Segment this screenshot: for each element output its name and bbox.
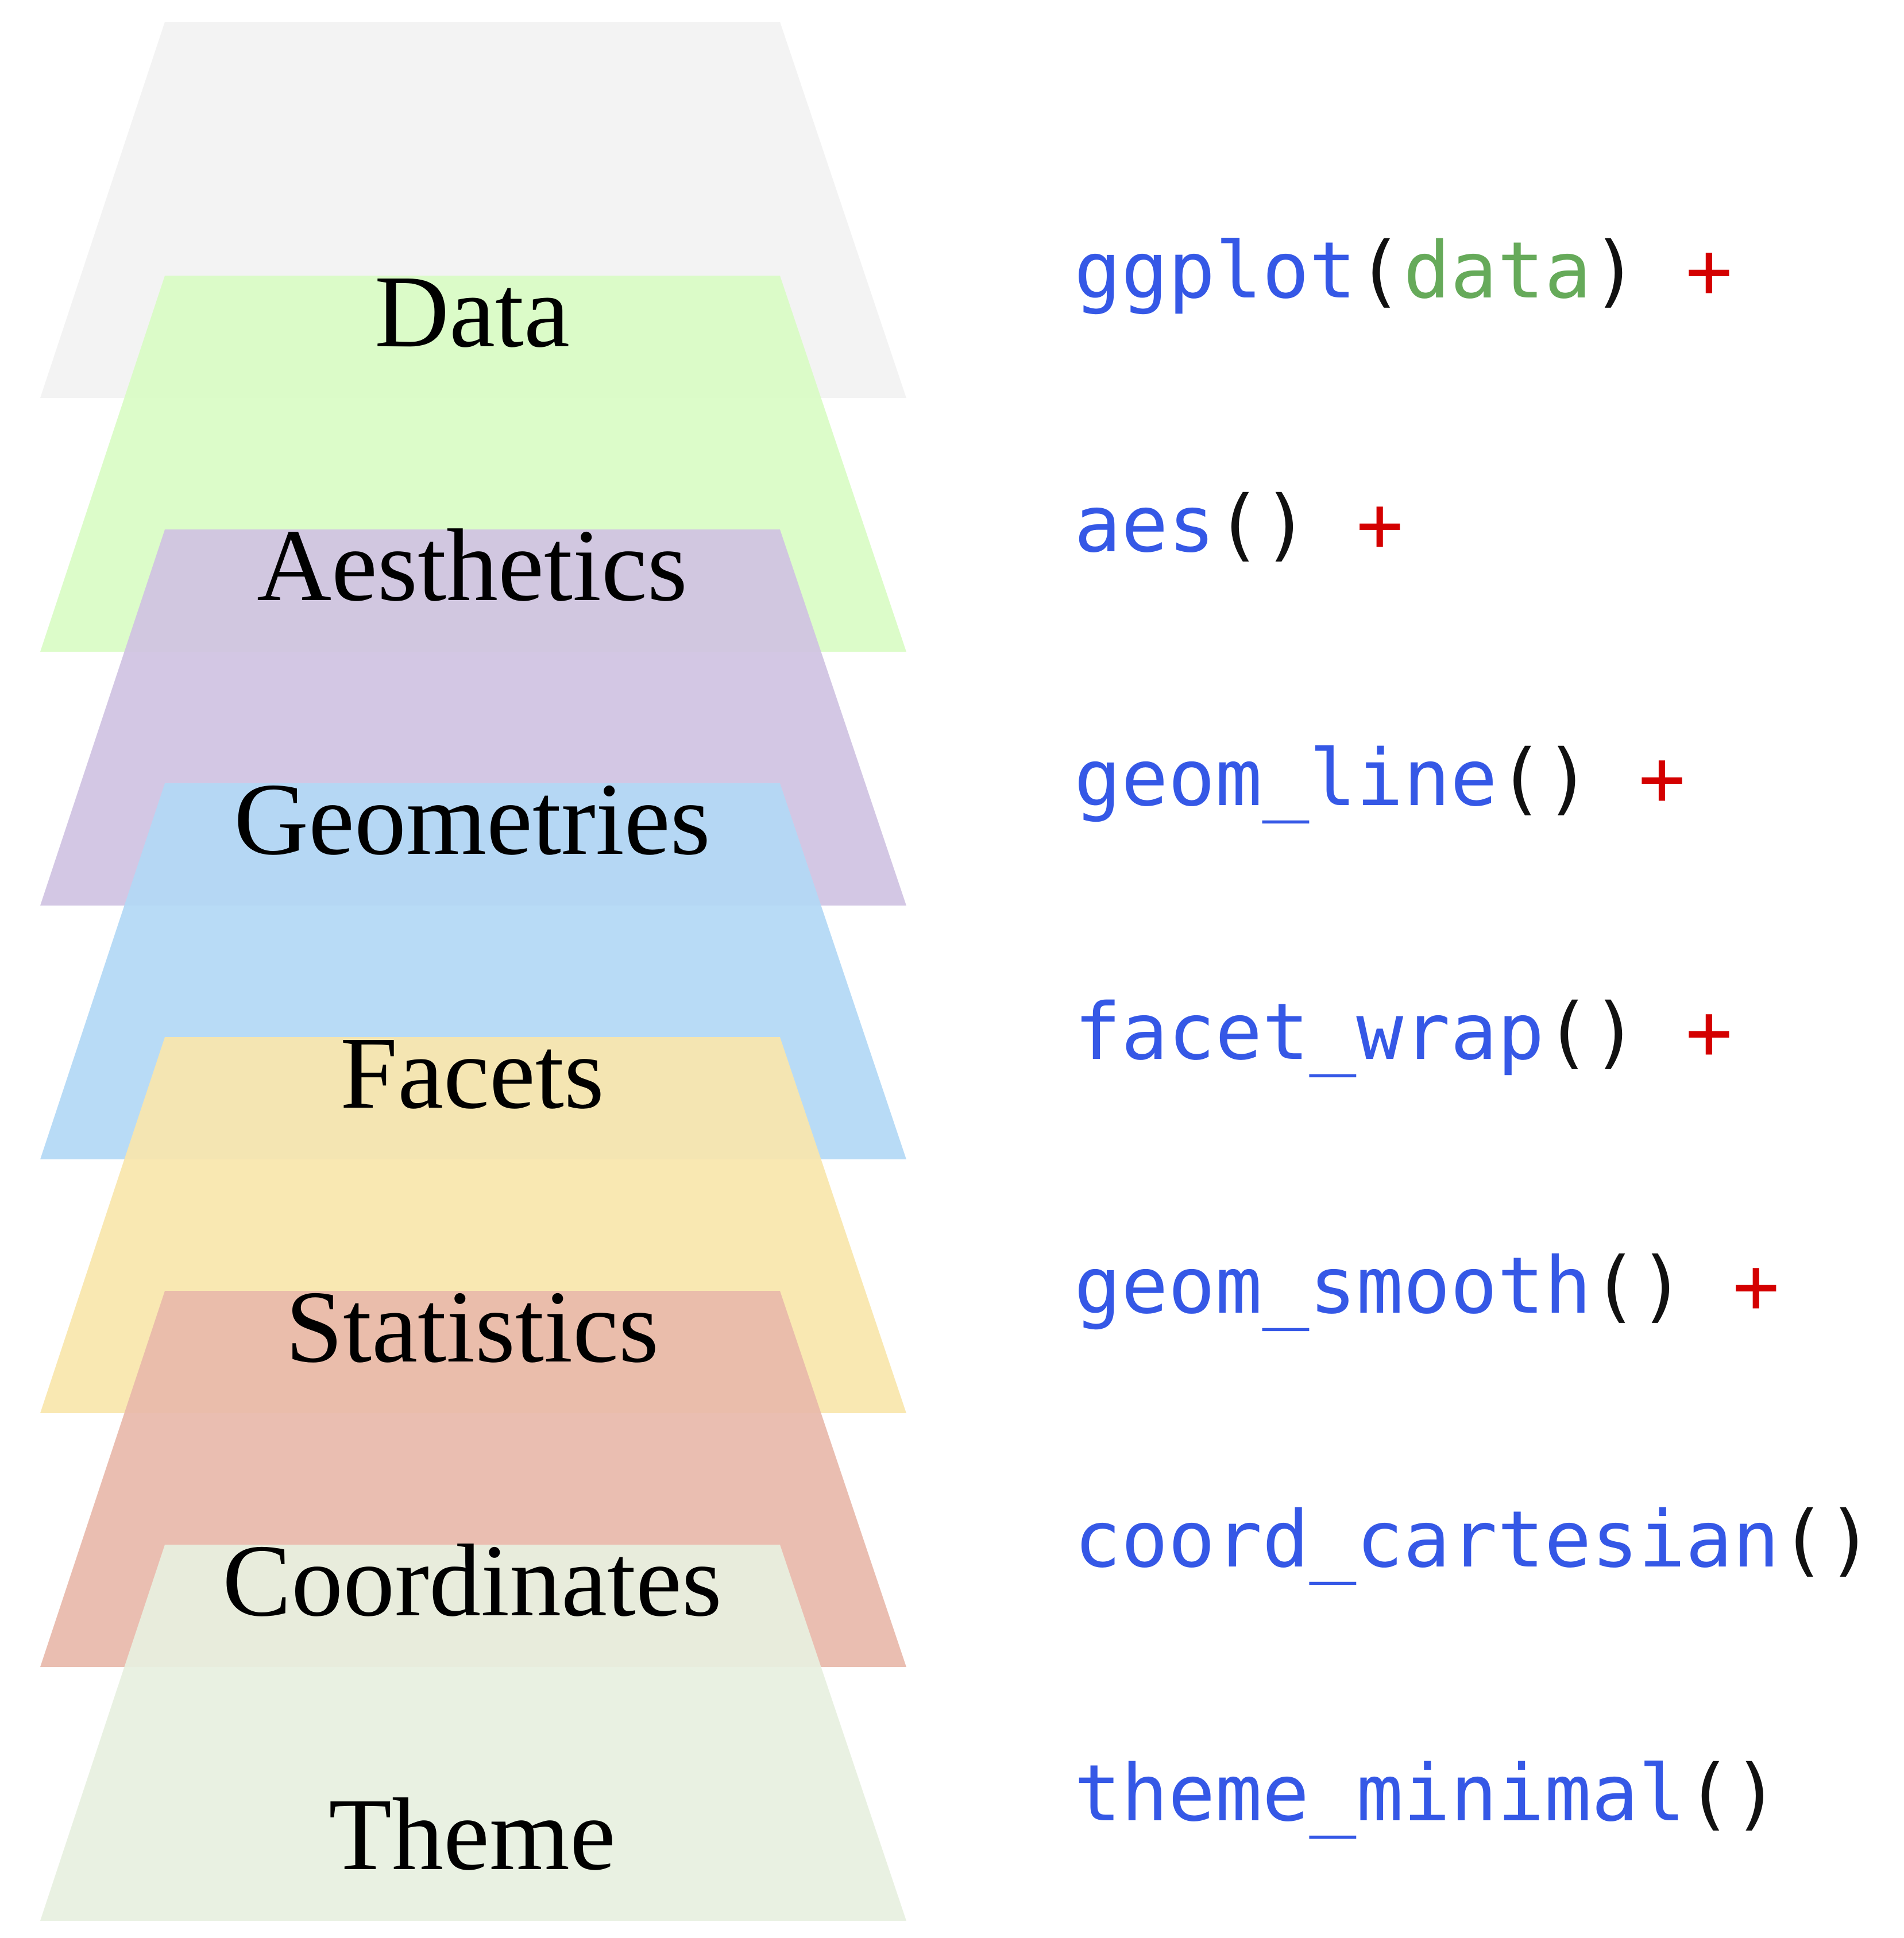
layer-labels: DataAestheticsGeometriesFacetsStatistics… [222, 254, 722, 1891]
code-line-geometries: geom_line() + [1074, 733, 1685, 824]
layer-label-coordinates: Coordinates [222, 1523, 722, 1638]
code-line-statistics: geom_smooth() + [1074, 1241, 1779, 1332]
code-token-paren: () [1215, 479, 1310, 570]
layer-stack [40, 22, 906, 1921]
code-line-theme: theme_minimal() [1074, 1749, 1779, 1839]
code-token-function: theme_minimal [1074, 1749, 1685, 1839]
code-token-operator: + [1309, 479, 1403, 570]
code-line-data: ggplot(data) + [1074, 226, 1732, 316]
code-token-operator: + [1639, 987, 1733, 1078]
layer-label-data: Data [374, 254, 570, 369]
code-line-facets: facet_wrap() + [1074, 987, 1732, 1078]
layer-label-statistics: Statistics [285, 1270, 659, 1384]
code-lines: ggplot(data) +aes() +geom_line() +facet_… [1074, 226, 1904, 1839]
code-token-function: facet_wrap [1074, 987, 1544, 1078]
code-token-paren: () [1685, 1749, 1779, 1839]
code-token-operator: + [1685, 1241, 1779, 1332]
code-token-operator: + [1592, 733, 1686, 824]
layer-shape-theme [40, 1545, 906, 1921]
code-token-function: geom_smooth [1074, 1241, 1592, 1332]
layer-label-facets: Facets [340, 1016, 604, 1130]
code-token-function: geom_line [1074, 733, 1497, 824]
code-token-argument: data [1403, 226, 1592, 316]
code-token-operator: + [1874, 1495, 1904, 1585]
layer-label-geometries: Geometries [234, 762, 710, 876]
code-token-function: ggplot [1074, 226, 1356, 316]
code-token-paren: ( [1356, 226, 1403, 316]
layer-label-aesthetics: Aesthetics [257, 508, 688, 622]
code-token-paren: () [1592, 1241, 1686, 1332]
code-token-paren: () [1544, 987, 1639, 1078]
code-token-paren: () [1497, 733, 1592, 824]
code-line-coordinates: coord_cartesian() + [1074, 1495, 1904, 1585]
code-token-function: aes [1074, 479, 1215, 570]
code-token-function: coord_cartesian [1074, 1495, 1779, 1585]
code-token-paren: () [1779, 1495, 1874, 1585]
code-line-aesthetics: aes() + [1074, 479, 1403, 570]
layer-label-theme: Theme [329, 1777, 616, 1891]
code-token-paren: ) [1592, 226, 1639, 316]
code-token-operator: + [1639, 226, 1733, 316]
